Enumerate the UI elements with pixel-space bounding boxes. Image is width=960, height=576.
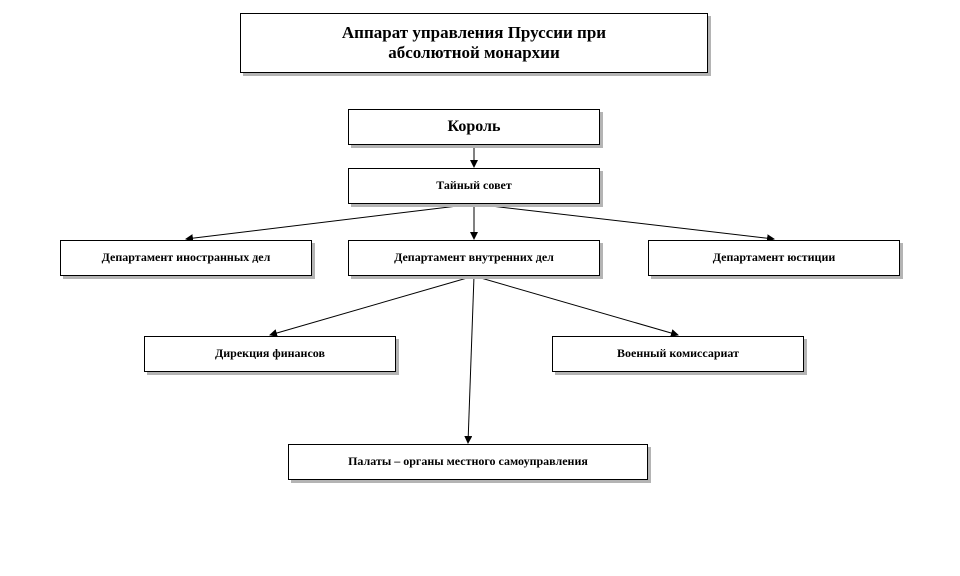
- arrow-internal_affairs-to-chambers: [464, 275, 475, 444]
- title-line-1: Аппарат управления Пруссии при: [341, 23, 607, 43]
- arrow-internal_affairs-to-finance: [269, 275, 475, 337]
- node-internal-affairs-label: Департамент внутренних дел: [394, 250, 554, 265]
- node-internal-affairs: Департамент внутренних дел: [348, 240, 600, 276]
- node-military-label: Военный комиссариат: [616, 346, 740, 361]
- arrow-privy_council-to-justice: [473, 203, 775, 243]
- node-foreign-affairs: Департамент иностранных дел: [60, 240, 312, 276]
- node-finance: Дирекция финансов: [144, 336, 396, 372]
- node-military: Военный комиссариат: [552, 336, 804, 372]
- node-foreign-affairs-label: Департамент иностранных дел: [101, 250, 271, 265]
- node-privy-council-label: Тайный совет: [436, 178, 512, 193]
- node-justice-label: Департамент юстиции: [712, 250, 836, 265]
- arrow-internal_affairs-to-military: [473, 275, 679, 337]
- diagram-title: Аппарат управления Пруссии при абсолютно…: [240, 13, 708, 73]
- node-privy-council: Тайный совет: [348, 168, 600, 204]
- node-chambers-label: Палаты – органы местного самоуправления: [348, 454, 588, 469]
- arrow-privy_council-to-foreign_affairs: [185, 203, 475, 243]
- node-king-label: Король: [447, 117, 501, 135]
- node-finance-label: Дирекция финансов: [215, 346, 325, 361]
- node-chambers: Палаты – органы местного самоуправления: [288, 444, 648, 480]
- node-king: Король: [348, 109, 600, 145]
- title-line-2: абсолютной монархии: [388, 43, 560, 62]
- node-justice: Департамент юстиции: [648, 240, 900, 276]
